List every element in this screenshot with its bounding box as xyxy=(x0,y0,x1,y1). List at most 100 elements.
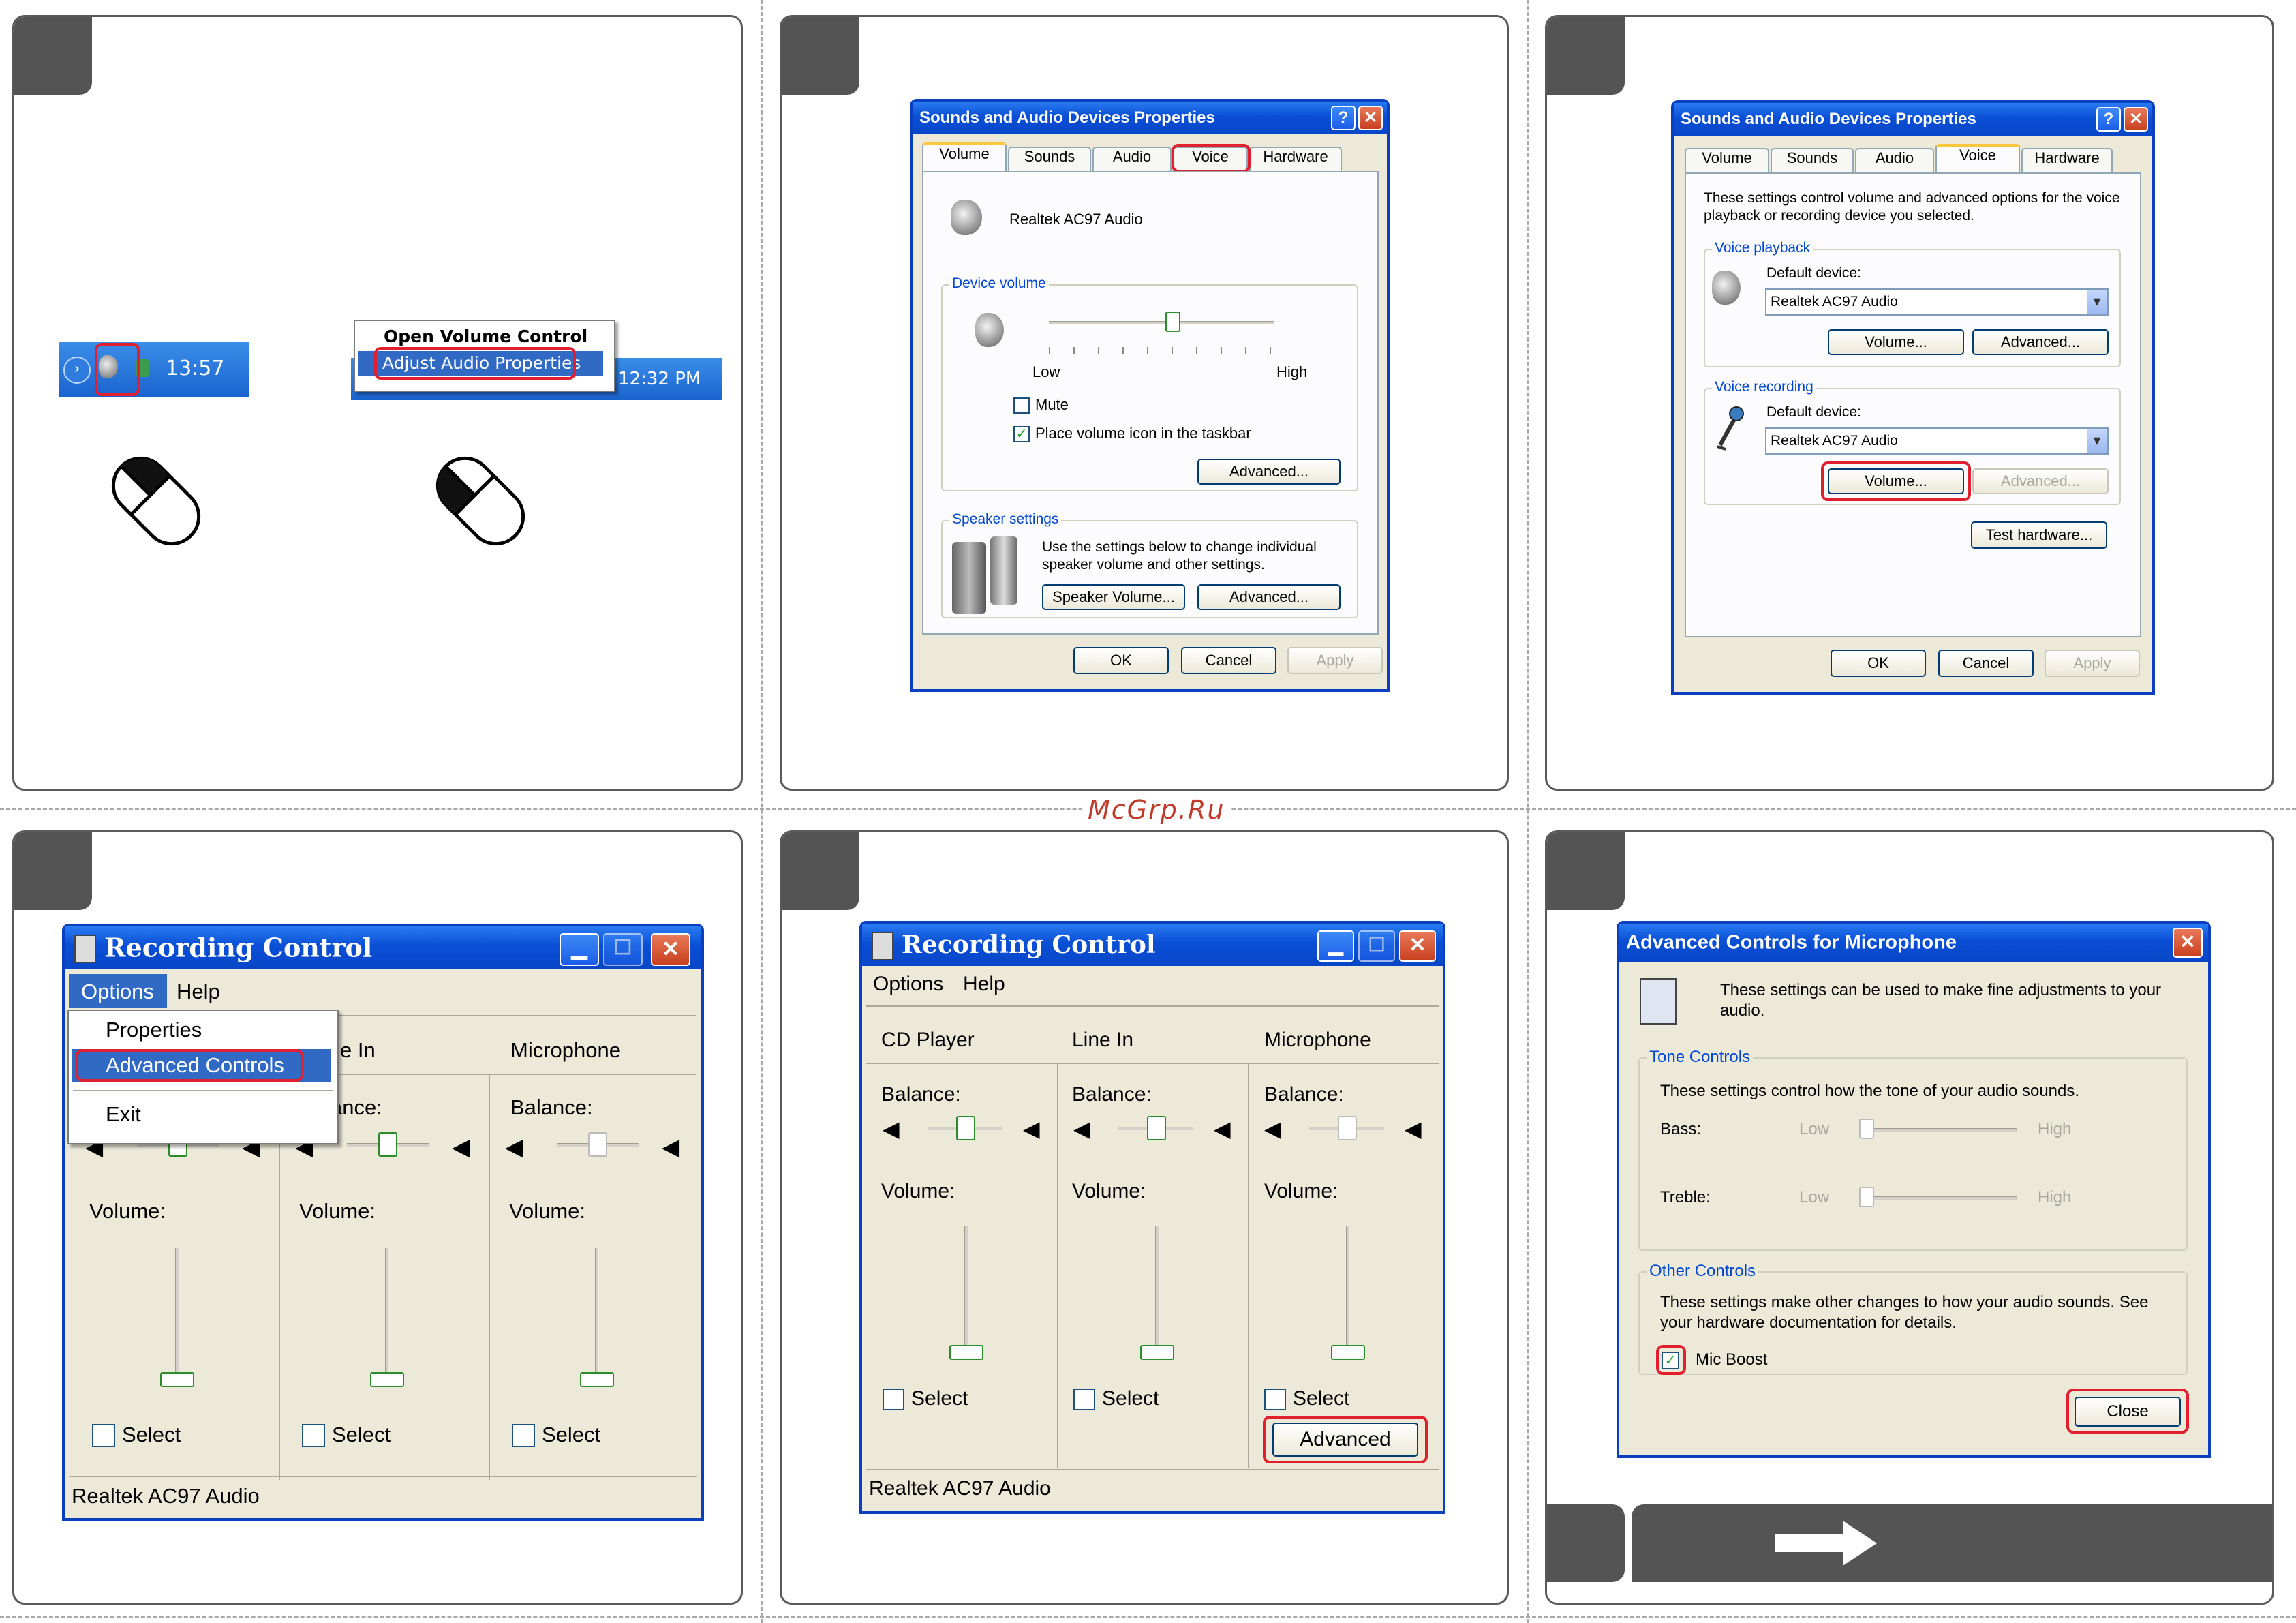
close-button[interactable]: ✕ xyxy=(2173,928,2203,958)
chevron-down-icon[interactable]: ▾ xyxy=(2087,290,2107,314)
minimize-button[interactable]: ▁ xyxy=(1317,930,1354,962)
select-checkbox[interactable] xyxy=(1073,1389,1095,1410)
menu-item-properties[interactable]: Properties xyxy=(106,1018,202,1042)
advanced-button[interactable]: Advanced xyxy=(1272,1423,1418,1457)
close-button[interactable]: ✕ xyxy=(1358,106,1383,130)
menu-item-adjust-audio-properties[interactable]: Adjust Audio Properties xyxy=(358,351,603,376)
highlight-speaker-icon xyxy=(95,343,140,396)
taskbar-tray: › 13:57 xyxy=(59,342,249,397)
apply-button[interactable]: Apply xyxy=(2045,650,2140,677)
tab-page: These settings control volume and advanc… xyxy=(1685,172,2141,637)
volume-label: Volume: xyxy=(509,1199,586,1223)
tray-context-menu: Open Volume Control Adjust Audio Propert… xyxy=(354,320,615,392)
window-title: Advanced Controls for Microphone xyxy=(1626,931,1957,954)
ok-button[interactable]: OK xyxy=(1073,647,1169,674)
right-speaker-icon: ◀ xyxy=(1214,1117,1231,1141)
menu-options[interactable]: Options xyxy=(69,974,167,1008)
menu-help[interactable]: Help xyxy=(177,980,220,1003)
speaker-advanced-button[interactable]: Advanced... xyxy=(1197,584,1341,610)
right-speaker-icon: ◀ xyxy=(1405,1117,1422,1141)
menu-options[interactable]: Options xyxy=(873,973,944,995)
help-button[interactable]: ? xyxy=(2096,107,2121,132)
tray-clock[interactable]: 12:32 PM xyxy=(618,369,701,389)
help-button[interactable]: ? xyxy=(1331,106,1356,130)
volume-slider[interactable] xyxy=(160,1372,194,1387)
place-volume-icon-checkbox[interactable]: ✓ xyxy=(1013,426,1030,442)
close-dialog-button[interactable]: Close xyxy=(2075,1397,2181,1427)
select-checkbox[interactable] xyxy=(512,1424,535,1447)
volume-slider[interactable] xyxy=(1165,312,1180,332)
playback-advanced-button[interactable]: Advanced... xyxy=(1972,329,2109,355)
volume-slider[interactable] xyxy=(1140,1345,1174,1360)
balance-slider[interactable] xyxy=(956,1116,975,1140)
volume-slider[interactable] xyxy=(580,1372,614,1387)
playback-device-select[interactable]: Realtek AC97 Audio ▾ xyxy=(1765,288,2109,316)
select-checkbox[interactable] xyxy=(1264,1389,1286,1410)
test-hardware-button[interactable]: Test hardware... xyxy=(1971,521,2107,549)
volume-track xyxy=(1346,1226,1349,1356)
step-3-panel: Sounds and Audio Devices Properties ? ✕ … xyxy=(1545,15,2274,791)
balance-slider[interactable] xyxy=(378,1132,397,1157)
column-line-in: Line In xyxy=(1072,1029,1134,1051)
menu-help[interactable]: Help xyxy=(963,973,1005,995)
maximize-button[interactable]: ☐ xyxy=(1358,930,1395,962)
speaker-tray-icon[interactable] xyxy=(99,355,118,378)
tab-volume[interactable]: Volume xyxy=(1685,148,1769,172)
minimize-button[interactable]: ▁ xyxy=(560,933,599,966)
treble-slider[interactable] xyxy=(1859,1187,1874,1207)
recording-volume-button[interactable]: Volume... xyxy=(1828,468,1964,494)
tab-audio[interactable]: Audio xyxy=(1855,148,1934,172)
select-checkbox[interactable] xyxy=(302,1424,325,1447)
tab-volume[interactable]: Volume xyxy=(922,142,1007,171)
select-checkbox[interactable] xyxy=(92,1424,115,1447)
menu-separator xyxy=(73,1090,333,1091)
bass-slider[interactable] xyxy=(1859,1119,1874,1139)
playback-volume-button[interactable]: Volume... xyxy=(1828,329,1964,355)
mic-boost-checkbox[interactable]: ✓ xyxy=(1662,1352,1679,1369)
select-checkbox[interactable] xyxy=(883,1389,904,1410)
close-button[interactable]: ✕ xyxy=(651,933,690,966)
ok-button[interactable]: OK xyxy=(1831,650,1926,677)
advanced-button[interactable]: Advanced... xyxy=(1197,459,1341,485)
menu-item-exit[interactable]: Exit xyxy=(106,1102,141,1126)
tab-sounds[interactable]: Sounds xyxy=(1008,147,1091,171)
tab-sounds[interactable]: Sounds xyxy=(1771,148,1854,172)
balance-slider[interactable] xyxy=(1338,1116,1357,1140)
recording-advanced-button[interactable]: Advanced... xyxy=(1972,468,2109,494)
highlight-advanced-controls xyxy=(76,1049,303,1082)
recording-device-select[interactable]: Realtek AC97 Audio ▾ xyxy=(1765,427,2109,455)
mixer-area: CD Player Line In Microphone Balance: Ba… xyxy=(866,1005,1439,1468)
chevron-down-icon[interactable]: ▾ xyxy=(2087,429,2107,453)
balance-slider[interactable] xyxy=(1147,1116,1166,1140)
speaker-volume-button[interactable]: Speaker Volume... xyxy=(1042,584,1185,610)
close-button[interactable]: ✕ xyxy=(1399,930,1436,962)
volume-slider[interactable] xyxy=(1331,1345,1365,1360)
tab-hardware[interactable]: Hardware xyxy=(2021,148,2113,172)
tab-voice[interactable]: Voice xyxy=(1173,147,1248,171)
tray-clock[interactable]: 13:57 xyxy=(166,357,225,380)
maximize-button[interactable]: ☐ xyxy=(603,933,643,966)
default-device-label: Default device: xyxy=(1766,404,1861,420)
column-microphone: Microphone xyxy=(510,1038,621,1062)
step-1-panel: › 13:57 12:32 PM Open Volume Control Adj… xyxy=(12,15,743,791)
mute-checkbox[interactable] xyxy=(1013,397,1030,414)
close-button[interactable]: ✕ xyxy=(2124,107,2148,132)
step-6-panel: Advanced Controls for Microphone ✕ These… xyxy=(1545,830,2274,1605)
menu-item-label: Advanced Controls xyxy=(106,1053,284,1077)
cancel-button[interactable]: Cancel xyxy=(1181,647,1276,674)
tab-audio[interactable]: Audio xyxy=(1092,147,1172,171)
expand-tray-icon[interactable]: › xyxy=(63,357,91,384)
balance-slider[interactable] xyxy=(588,1132,607,1157)
menu-item-open-volume-control[interactable]: Open Volume Control xyxy=(384,327,588,346)
column-divider xyxy=(489,1074,490,1480)
menu-item-advanced-controls[interactable]: Advanced Controls xyxy=(72,1049,331,1082)
tab-hardware[interactable]: Hardware xyxy=(1249,147,1342,171)
menu-item-label: Adjust Audio Properties xyxy=(382,353,581,373)
volume-slider[interactable] xyxy=(370,1372,404,1387)
apply-button[interactable]: Apply xyxy=(1287,647,1383,674)
next-step-tag xyxy=(1547,1504,1625,1582)
tab-voice[interactable]: Voice xyxy=(1935,144,2020,172)
window-title: Sounds and Audio Devices Properties xyxy=(1681,110,1976,128)
volume-slider[interactable] xyxy=(949,1345,983,1360)
cancel-button[interactable]: Cancel xyxy=(1938,650,2034,677)
